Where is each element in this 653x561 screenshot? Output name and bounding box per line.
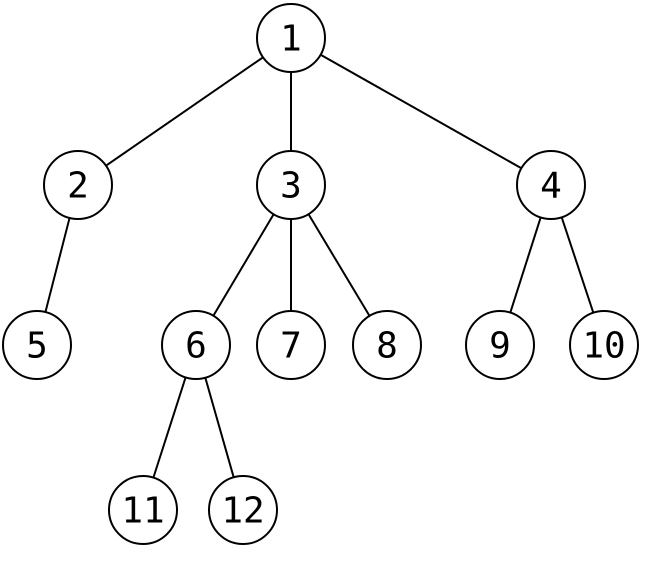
edge-3-6 bbox=[212, 213, 275, 317]
node-circle-3 bbox=[256, 150, 326, 220]
node-label-1: 1 bbox=[280, 19, 302, 60]
node-circle-12 bbox=[208, 475, 278, 545]
edge-1-4 bbox=[320, 53, 522, 170]
tree-node-6: 6 bbox=[161, 310, 231, 380]
tree-node-10: 10 bbox=[569, 310, 639, 380]
node-circle-10 bbox=[569, 310, 639, 380]
node-label-3: 3 bbox=[280, 166, 302, 207]
tree-node-3: 3 bbox=[256, 150, 326, 220]
node-circle-4 bbox=[516, 150, 586, 220]
tree-node-4: 4 bbox=[516, 150, 586, 220]
tree-node-7: 7 bbox=[256, 310, 326, 380]
node-label-8: 8 bbox=[376, 326, 398, 367]
edge-4-9 bbox=[509, 217, 542, 313]
node-circle-11 bbox=[108, 475, 178, 545]
edge-2-5 bbox=[44, 217, 71, 313]
edge-3-8 bbox=[307, 213, 371, 317]
node-circle-7 bbox=[256, 310, 326, 380]
tree-node-8: 8 bbox=[352, 310, 422, 380]
node-circle-8 bbox=[352, 310, 422, 380]
edge-1-2 bbox=[105, 56, 264, 167]
tree-node-1: 1 bbox=[256, 3, 326, 73]
node-circle-9 bbox=[465, 310, 535, 380]
tree-node-9: 9 bbox=[465, 310, 535, 380]
node-circle-5 bbox=[2, 310, 72, 380]
edges-layer bbox=[44, 53, 595, 478]
node-label-4: 4 bbox=[540, 166, 562, 207]
edge-6-12 bbox=[204, 377, 235, 478]
tree-node-5: 5 bbox=[2, 310, 72, 380]
tree-node-12: 12 bbox=[208, 475, 278, 545]
tree-node-2: 2 bbox=[43, 150, 113, 220]
node-label-11: 11 bbox=[121, 491, 164, 532]
node-label-5: 5 bbox=[26, 326, 48, 367]
node-circle-1 bbox=[256, 3, 326, 73]
node-label-9: 9 bbox=[489, 326, 511, 367]
tree-node-11: 11 bbox=[108, 475, 178, 545]
node-label-7: 7 bbox=[280, 326, 302, 367]
node-label-2: 2 bbox=[67, 166, 89, 207]
node-circle-6 bbox=[161, 310, 231, 380]
node-label-10: 10 bbox=[582, 326, 625, 367]
node-label-6: 6 bbox=[185, 326, 207, 367]
edge-4-10 bbox=[560, 216, 595, 314]
node-circle-2 bbox=[43, 150, 113, 220]
node-label-12: 12 bbox=[221, 491, 264, 532]
edge-6-11 bbox=[152, 377, 187, 478]
